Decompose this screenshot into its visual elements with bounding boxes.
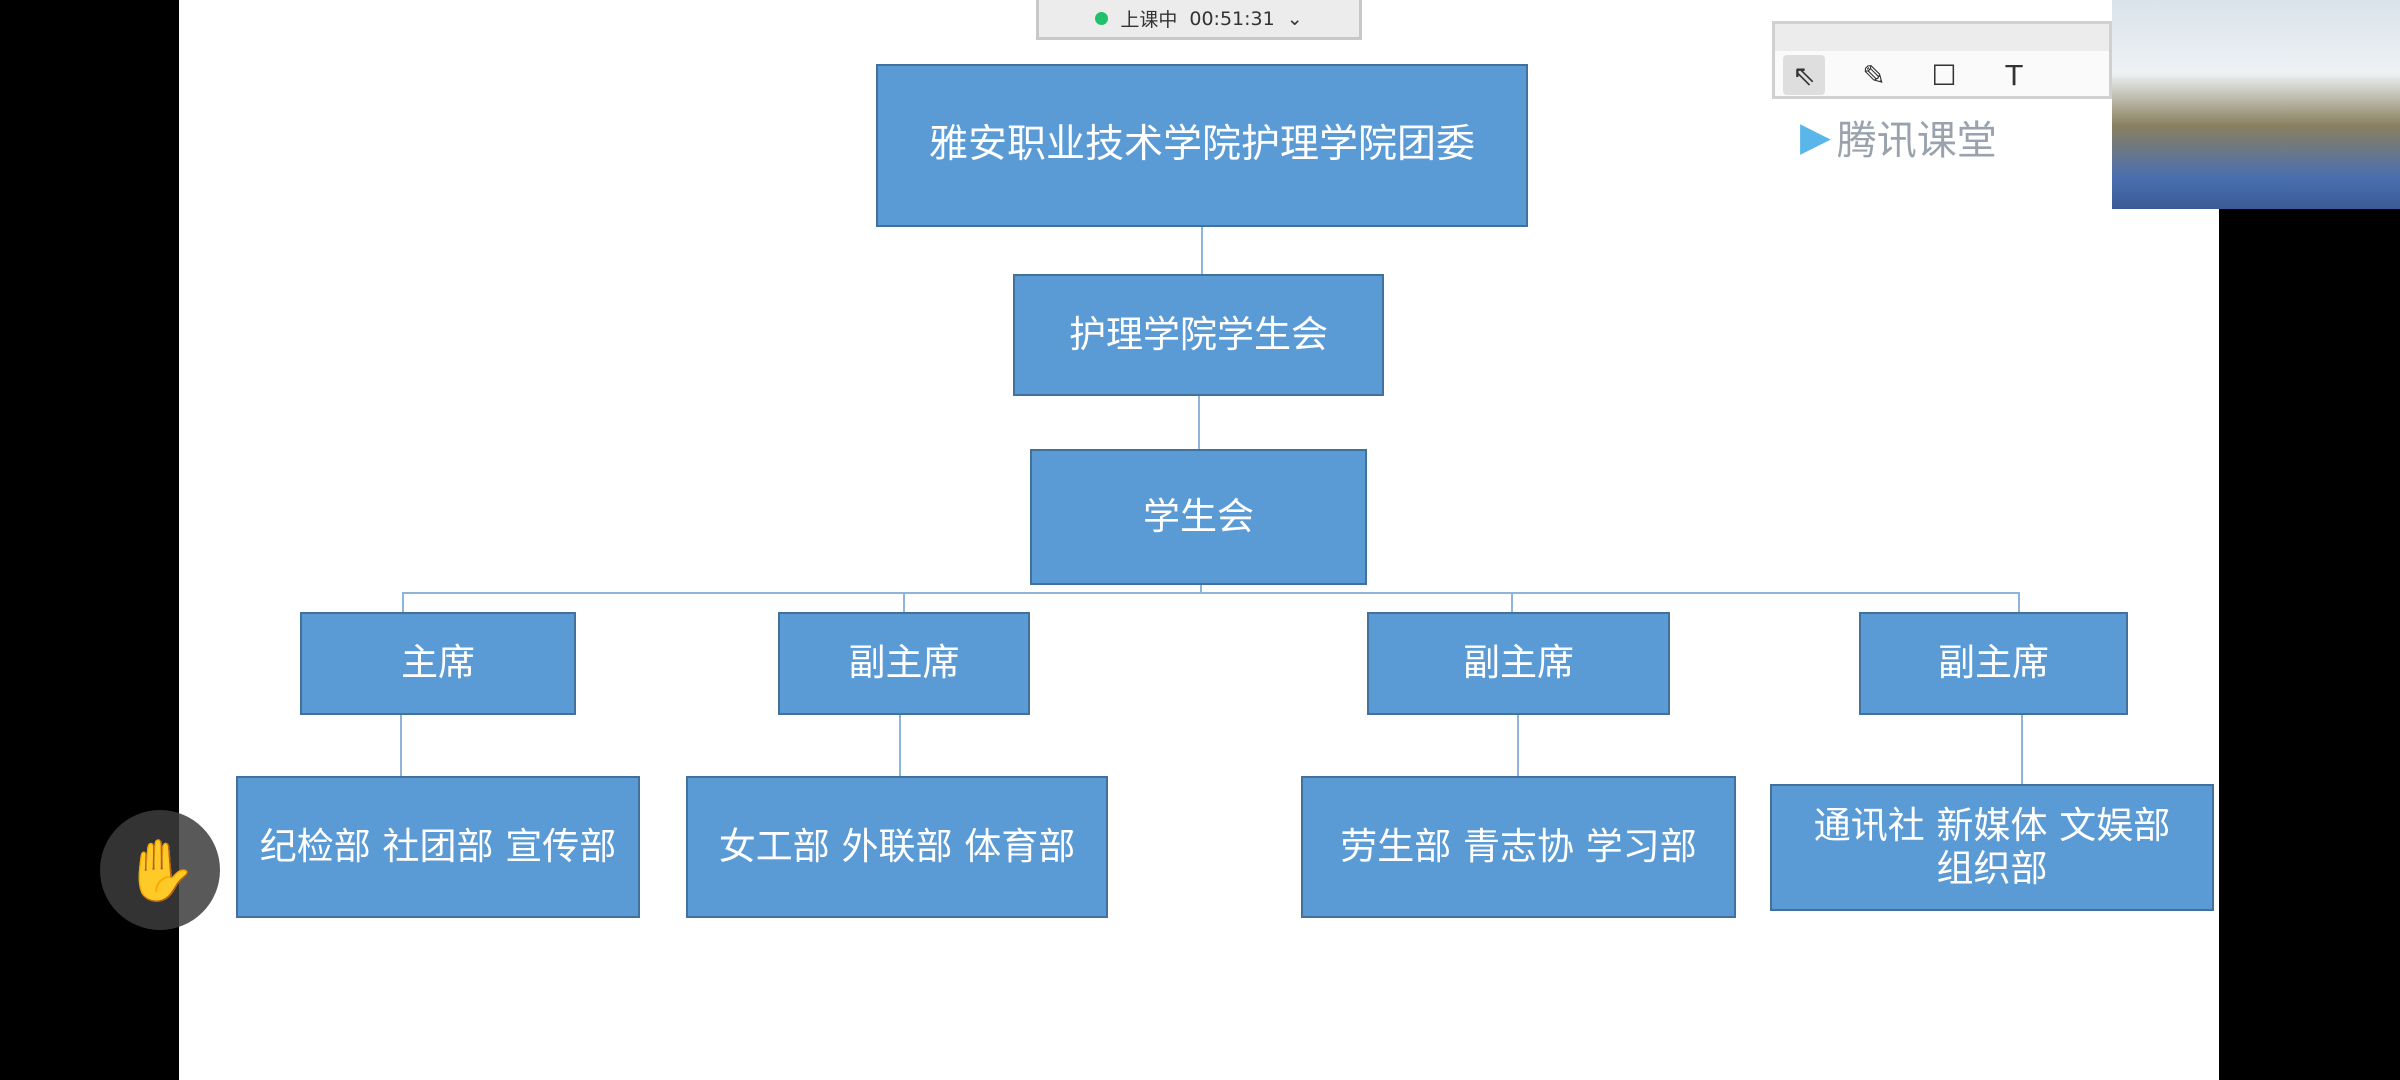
connector <box>400 715 402 777</box>
connector <box>2018 592 2020 613</box>
connector <box>2021 715 2023 785</box>
org-departments-box: 女工部 外联部 体育部 <box>686 776 1108 918</box>
watermark-logo: ▶腾讯课堂 <box>1800 108 1997 166</box>
connector <box>1198 396 1200 450</box>
watermark-text: 腾讯课堂 <box>1836 118 1997 164</box>
connector <box>402 592 2019 594</box>
org-vice-chair-box: 副主席 <box>1367 612 1670 715</box>
org-vice-chair-box: 副主席 <box>1859 612 2128 715</box>
org-root-box: 雅安职业技术学院护理学院团委 <box>876 64 1528 227</box>
connector <box>899 715 901 777</box>
org-chair-box: 主席 <box>300 612 576 715</box>
live-indicator-icon <box>1095 12 1109 25</box>
play-logo-icon: ▶ <box>1800 114 1831 160</box>
connector <box>402 592 404 613</box>
rectangle-icon[interactable]: ☐ <box>1931 58 1957 92</box>
connector <box>1511 592 1513 613</box>
org-union-box: 学生会 <box>1030 449 1367 585</box>
connector <box>1200 585 1202 593</box>
org-departments-box: 纪检部 社团部 宣传部 <box>236 776 640 918</box>
org-vice-chair-box: 副主席 <box>778 612 1030 715</box>
connector <box>1201 227 1203 275</box>
org-departments-box: 劳生部 青志协 学习部 <box>1301 776 1736 918</box>
connector <box>1517 715 1519 777</box>
text-icon[interactable]: T <box>2005 58 2023 92</box>
annotation-toolbar: ⇖ ✎ ☐ T <box>1772 21 2112 99</box>
teacher-video-feed[interactable] <box>2112 0 2400 209</box>
class-status-pill[interactable]: 上课中 00:51:31 ⌄ <box>1036 0 1362 40</box>
connector <box>903 592 905 613</box>
elapsed-time: 00:51:31 <box>1189 7 1275 30</box>
org-departments-box: 通讯社 新媒体 文娱部 组织部 <box>1770 784 2214 911</box>
raise-hand-button[interactable]: ✋ <box>100 810 220 930</box>
chevron-down-icon: ⌄ <box>1286 7 1303 30</box>
hand-icon: ✋ <box>122 835 198 906</box>
org-student-union-box: 护理学院学生会 <box>1013 274 1384 396</box>
status-label: 上课中 <box>1120 9 1178 31</box>
cursor-icon[interactable]: ⇖ <box>1783 55 1825 95</box>
pen-icon[interactable]: ✎ <box>1862 58 1886 92</box>
